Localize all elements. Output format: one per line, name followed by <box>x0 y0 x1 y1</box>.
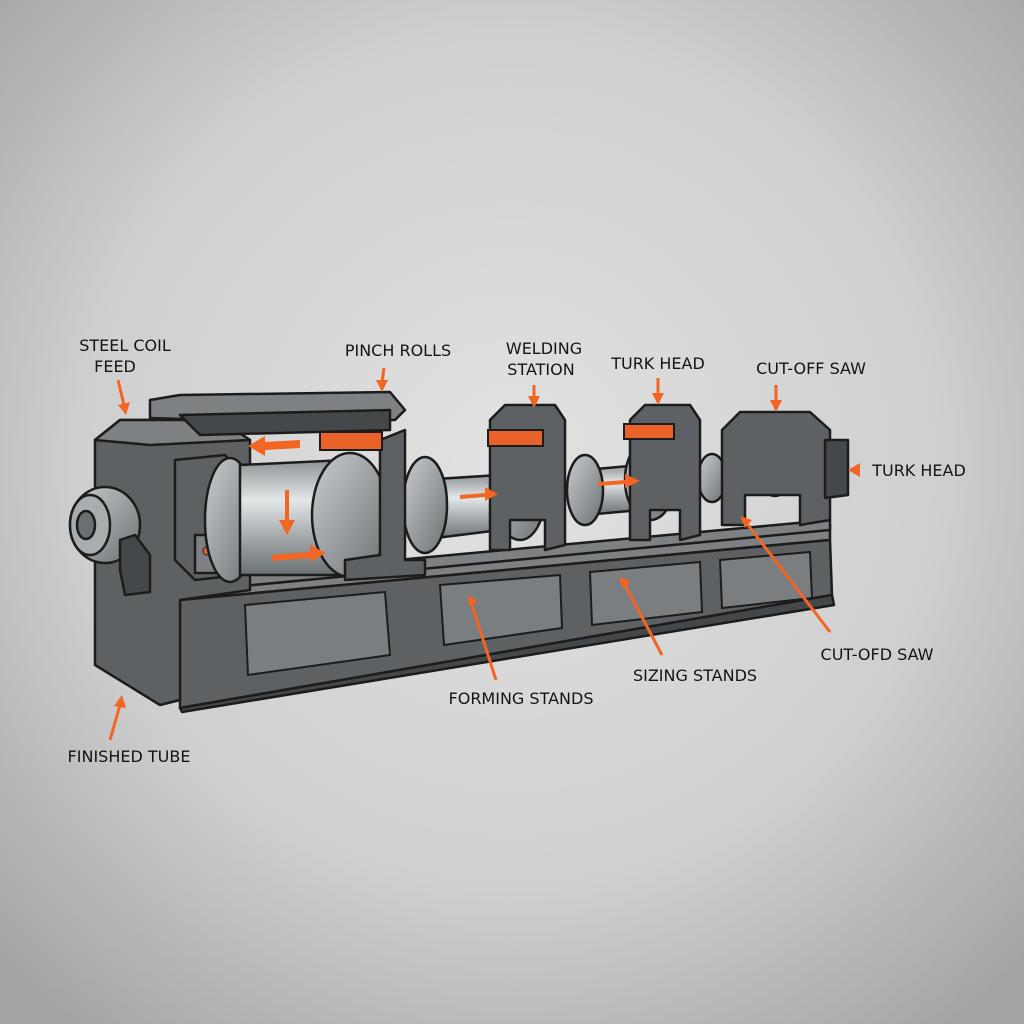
flow-arrow-right-icon <box>598 474 640 488</box>
flow-arrow-right-icon <box>272 545 326 562</box>
label-finished-tube: FINISHED TUBE <box>68 747 191 766</box>
stands <box>319 403 850 582</box>
label-cut-off-saw-top: CUT-OFF SAW <box>756 359 866 378</box>
label-forming-stands: FORMING STANDS <box>449 689 594 708</box>
label-steel-coil-feed: STEEL COIL <box>79 336 171 355</box>
label-sizing-stands: SIZING STANDS <box>633 666 757 685</box>
flow-arrows <box>248 436 640 562</box>
labels: STEEL COIL FEED PINCH ROLLS WELDING STAT… <box>68 336 966 766</box>
label-pointers <box>108 367 860 741</box>
label-turk-head-right: TURK HEAD <box>871 461 966 480</box>
flow-arrow-right-icon <box>460 487 498 501</box>
label-pinch-rolls: PINCH ROLLS <box>345 341 451 360</box>
machine-base <box>173 518 836 714</box>
label-turk-head-top: TURK HEAD <box>610 354 705 373</box>
flow-arrow-left-icon <box>248 436 300 456</box>
flow-arrow-down-icon <box>279 490 295 535</box>
label-cut-ofd-saw: CUT-OFD SAW <box>821 645 934 664</box>
label-welding-station: WELDING <box>506 339 582 358</box>
label-welding-station-line2: STATION <box>507 360 574 379</box>
label-steel-coil-feed-line2: FEED <box>94 357 136 376</box>
